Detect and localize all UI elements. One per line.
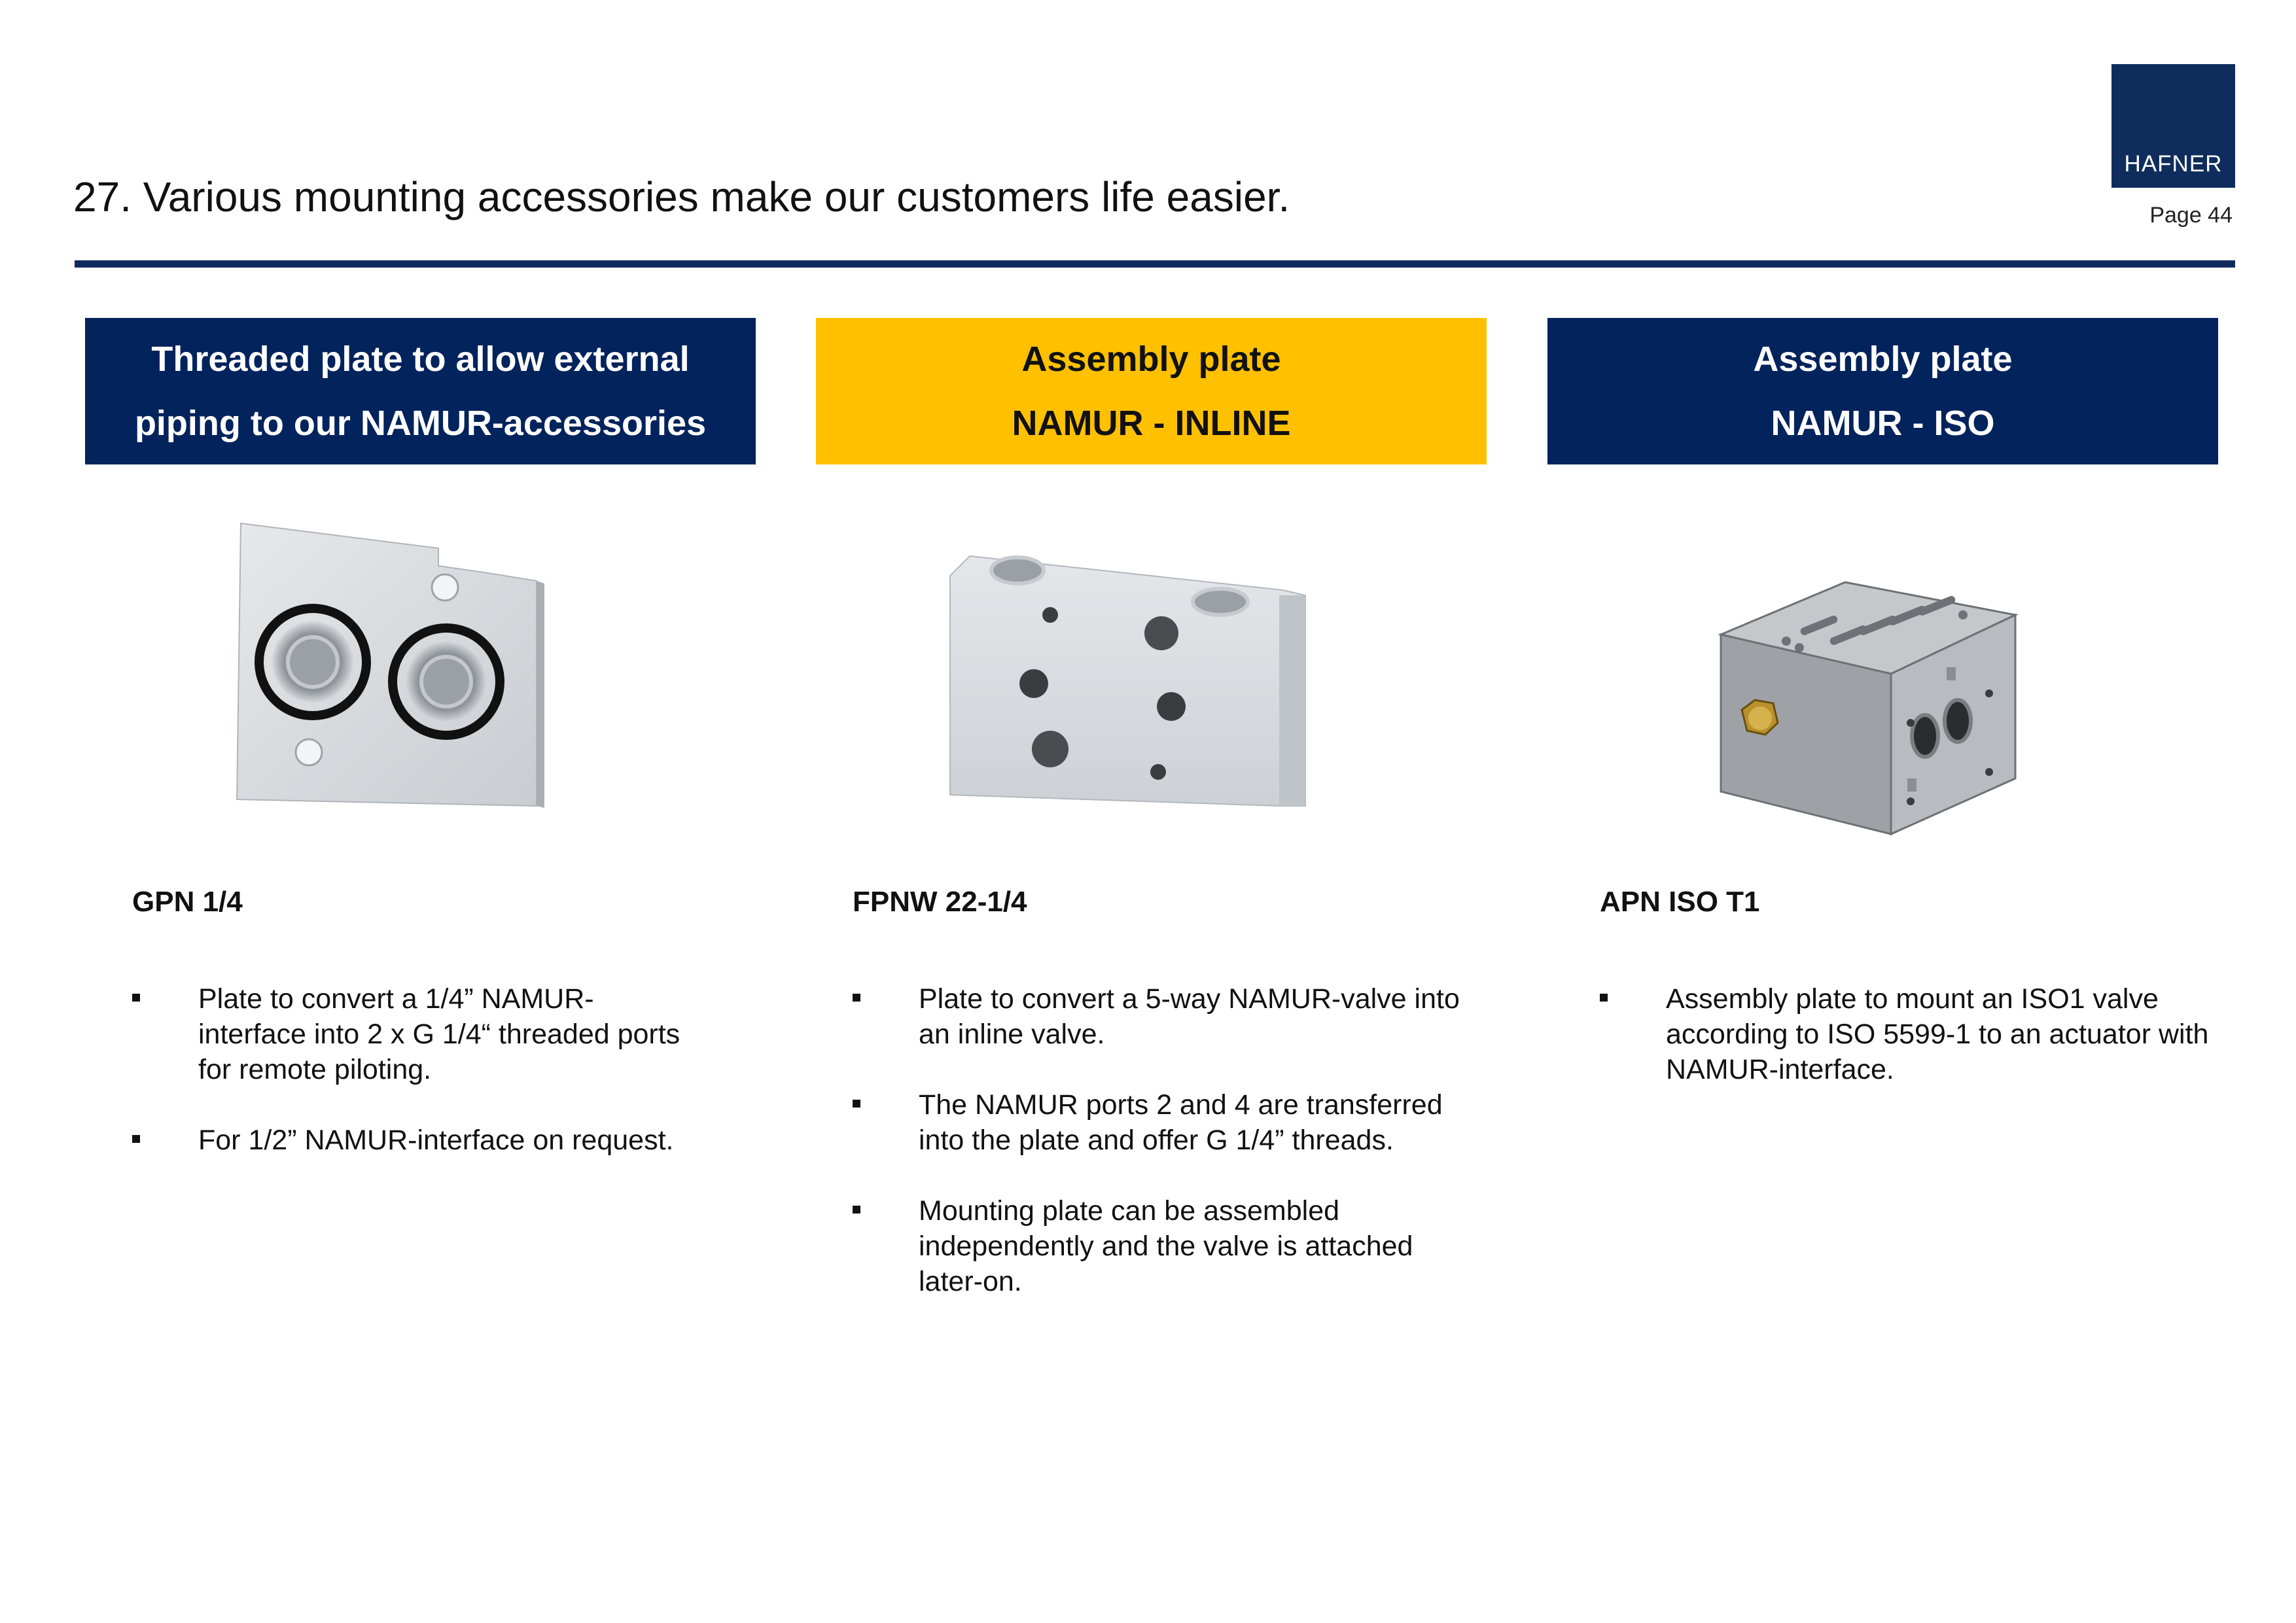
model-fpnw: FPNW 22-1/4 <box>853 886 1027 918</box>
column-header-line: Threaded plate to allow external <box>151 340 690 379</box>
list-item: Plate to convert a 5-way NAMUR-valve int… <box>853 981 1481 1052</box>
column-header-threaded-plate: Threaded plate to allow external piping … <box>85 318 756 464</box>
bullet-icon <box>853 994 860 1002</box>
bullet-text: Plate to convert a 1/4” NAMUR-interface … <box>198 983 680 1085</box>
bullet-icon <box>1600 994 1608 1002</box>
bullet-icon <box>853 1206 860 1213</box>
column-header-line: NAMUR - ISO <box>1771 404 1995 443</box>
bullet-text: The NAMUR ports 2 and 4 are transferred … <box>919 1089 1443 1156</box>
bullet-list-gpn: Plate to convert a 1/4” NAMUR-interface … <box>132 981 695 1193</box>
iso-assembly-plate-image <box>1718 581 2019 836</box>
list-item: Assembly plate to mount an ISO1 valve ac… <box>1600 981 2228 1087</box>
model-gpn: GPN 1/4 <box>132 886 243 918</box>
bullet-list-apn-iso: Assembly plate to mount an ISO1 valve ac… <box>1600 981 2228 1123</box>
list-item: Mounting plate can be assembled independ… <box>853 1193 1481 1299</box>
bullet-text: Mounting plate can be assembled independ… <box>919 1195 1413 1297</box>
threaded-plate-image <box>236 522 544 808</box>
column-header-line: Assembly plate <box>1021 340 1281 379</box>
list-item: Plate to convert a 1/4” NAMUR-interface … <box>132 981 695 1087</box>
inline-assembly-plate-image <box>949 555 1306 807</box>
bullet-icon <box>132 1135 140 1143</box>
column-header-line: NAMUR - INLINE <box>1012 404 1291 443</box>
page-title: 27. Various mounting accessories make ou… <box>73 173 1290 220</box>
column-header-line: Assembly plate <box>1753 340 2013 379</box>
page-number: Page 44 <box>2149 203 2233 228</box>
bullet-icon <box>853 1100 860 1108</box>
bullet-text: For 1/2” NAMUR-interface on request. <box>198 1125 674 1156</box>
list-item: The NAMUR ports 2 and 4 are transferred … <box>853 1087 1481 1158</box>
column-header-line: piping to our NAMUR-accessories <box>134 404 707 443</box>
bullet-text: Plate to convert a 5-way NAMUR-valve int… <box>919 983 1460 1050</box>
model-apn-iso: APN ISO T1 <box>1600 886 1760 918</box>
column-header-namur-iso: Assembly plate NAMUR - ISO <box>1547 318 2218 464</box>
hafner-logo: HAFNER <box>2111 64 2235 188</box>
header-divider <box>75 260 2235 268</box>
bullet-text: Assembly plate to mount an ISO1 valve ac… <box>1666 983 2209 1085</box>
bullet-icon <box>132 994 140 1002</box>
column-header-namur-inline: Assembly plate NAMUR - INLINE <box>816 318 1487 464</box>
logo-text: HAFNER <box>2124 151 2223 177</box>
bullet-list-fpnw: Plate to convert a 5-way NAMUR-valve int… <box>853 981 1481 1335</box>
list-item: For 1/2” NAMUR-interface on request. <box>132 1123 695 1158</box>
